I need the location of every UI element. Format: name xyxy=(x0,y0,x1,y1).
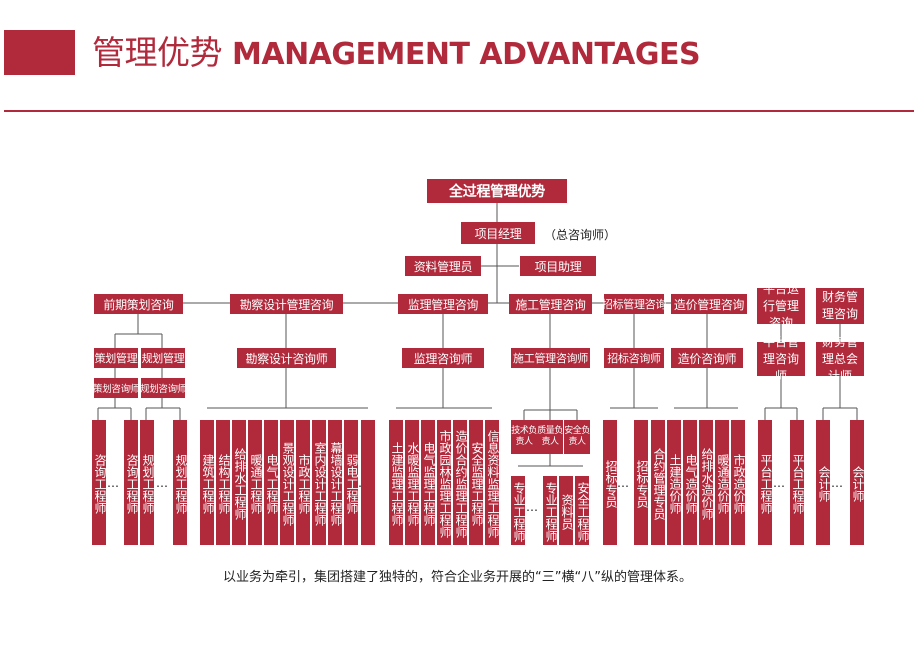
project-manager-box: 项目经理 xyxy=(461,222,535,244)
ellipsis: … xyxy=(526,500,538,514)
dept-bidding: 招标管理咨询 xyxy=(602,294,666,314)
leaf-plumbing-cost: 给排水造价师 xyxy=(699,420,714,545)
ellipsis: … xyxy=(107,476,119,490)
leaf-electrical-supervisor: 电气监理工程师 xyxy=(421,420,436,545)
leaf-planning-engineer: 规划工程师 xyxy=(173,420,188,545)
leaf-docs-supervisor: 信息资料监理工程师 xyxy=(485,420,500,545)
dept-early-planning: 前期策划咨询 xyxy=(94,294,183,314)
chart-caption: 以业务为牵引，集团搭建了独特的，符合企业务开展的“三”横“八”纵的管理体系。 xyxy=(223,570,692,585)
sub-finance-accountant: 财务管理总会计师 xyxy=(816,335,864,383)
root-box: 全过程管理优势 xyxy=(427,179,567,203)
sub-planning-consultant: 策划咨询师 xyxy=(93,378,139,398)
leaf-interior-engineer: 室内设计工程师 xyxy=(312,420,327,545)
ellipsis: … xyxy=(773,476,785,490)
leaf-curtainwall-engineer: 幕墙设计工程师 xyxy=(328,420,343,545)
tech-lead-box: 技术负责人 xyxy=(511,420,537,454)
ellipsis: … xyxy=(156,476,168,490)
leaf-planning-engineer: 规划工程师 xyxy=(140,420,155,545)
leaf-hvac-cost: 暖通造价师 xyxy=(715,420,730,545)
ellipsis: … xyxy=(831,476,843,490)
dept-finance: 财务管理咨询 xyxy=(816,288,864,324)
sub-survey-consultant: 勘察设计咨询师 xyxy=(237,348,336,368)
title-en: MANAGEMENT ADVANTAGES xyxy=(232,37,701,72)
leaf-cost-supervisor: 造价合约监理工程师 xyxy=(453,420,468,545)
project-assistant-box: 项目助理 xyxy=(520,256,596,276)
leaf-safety-engineer: 安全工程师 xyxy=(575,476,590,545)
sub-construction-consultant: 施工管理咨询师 xyxy=(511,348,590,368)
dept-supervision: 监理管理咨询 xyxy=(398,294,488,314)
sub-layout-mgmt: 规划管理 xyxy=(141,348,185,368)
leaf-docs-clerk: 资料员 xyxy=(559,476,574,545)
safety-lead-box: 安全负责人 xyxy=(564,420,590,454)
dept-cost: 造价管理咨询 xyxy=(671,294,747,314)
leaf-consult-engineer: 咨询工程师 xyxy=(124,420,139,545)
leaf-plumbing-engineer: 给排水工程师 xyxy=(232,420,247,545)
sub-bidding-consultant: 招标咨询师 xyxy=(604,348,664,368)
dept-construction: 施工管理咨询 xyxy=(509,294,592,314)
dept-survey-design: 勘察设计管理咨询 xyxy=(230,294,343,314)
sub-layout-consultant: 规划咨询师 xyxy=(140,378,186,398)
leaf-architect: 建筑工程师 xyxy=(200,420,215,545)
leaf-landscape-engineer: 景观设计工程师 xyxy=(280,420,295,545)
doc-manager-box: 资料管理员 xyxy=(405,256,481,276)
leaf-safety-supervisor: 安全监理工程师 xyxy=(469,420,484,545)
sub-cost-consultant: 造价咨询师 xyxy=(671,348,743,368)
page-title: 管理优势 MANAGEMENT ADVANTAGES xyxy=(92,30,701,75)
leaf-civil-supervisor: 土建监理工程师 xyxy=(389,420,404,545)
leaf-platform-engineer: 平台工程师 xyxy=(758,420,773,545)
dept-platform: 平台运行管理咨询 xyxy=(757,282,805,330)
leaf-platform-engineer: 平台工程师 xyxy=(790,420,805,545)
leaf-accountant: 会计师 xyxy=(816,420,831,545)
quality-lead-box: 质量负责人 xyxy=(537,420,563,454)
sub-platform-consultant: 平台管理咨询师 xyxy=(757,335,805,383)
leaf-contract-specialist: 合约管理专员 xyxy=(651,420,666,545)
leaf-bidding-specialist: 招标专员 xyxy=(634,420,649,545)
leaf-bidding-specialist: 招标专员 xyxy=(603,420,618,545)
sub-supervision-consultant: 监理咨询师 xyxy=(402,348,484,368)
header-divider xyxy=(4,110,914,112)
chief-consultant-note: （总咨询师） xyxy=(544,228,617,242)
leaf-consult-engineer: 咨询工程师 xyxy=(92,420,107,545)
leaf-structural-engineer: 结构工程师 xyxy=(216,420,231,545)
leaf-civil-cost: 土建造价师 xyxy=(667,420,682,545)
leaf-plumbing-supervisor: 水暖监理工程师 xyxy=(405,420,420,545)
leaf-lowvoltage-engineer: 弱电工程师 xyxy=(344,420,359,545)
leaf-accountant: 会计师 xyxy=(850,420,865,545)
leaf-municipal-engineer: 市政工程师 xyxy=(296,420,311,545)
leaf-specialist-engineer: 专业工程师 xyxy=(543,476,558,545)
leaf-specialist-engineer: 专业工程师 xyxy=(511,476,526,545)
leaf-municipal-cost: 市政造价师 xyxy=(731,420,746,545)
leaf-hvac-engineer: 暖通工程师 xyxy=(248,420,263,545)
sub-planning-mgmt: 策划管理 xyxy=(94,348,138,368)
header-accent-block xyxy=(4,30,75,75)
title-cn: 管理优势 xyxy=(92,33,223,72)
leaf-electrical-engineer: 电气工程师 xyxy=(264,420,279,545)
leaf-electrical-cost: 电气造价师 xyxy=(683,420,698,545)
leaf-extra-box xyxy=(361,420,375,545)
leaf-landscape-supervisor: 市政园林监理工程师 xyxy=(437,420,452,545)
ellipsis: … xyxy=(617,476,629,490)
